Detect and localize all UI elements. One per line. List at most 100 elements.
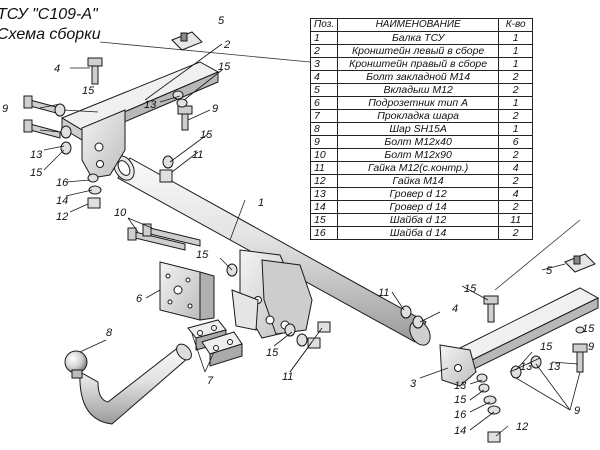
callout-9: 9 xyxy=(588,341,594,353)
cell-pos: 12 xyxy=(309,174,339,188)
cell-name: Прокладка шара xyxy=(337,109,500,123)
cell-pos: 3 xyxy=(309,57,339,71)
cell-qty: 2 xyxy=(498,70,534,84)
callout-4: 4 xyxy=(452,303,458,315)
cell-name: Балка ТСУ xyxy=(337,31,500,45)
callout-15: 15 xyxy=(200,129,213,141)
callout-13: 13 xyxy=(454,380,467,392)
cell-name: Болт М12х90 xyxy=(337,148,500,162)
cell-pos: 15 xyxy=(309,213,339,227)
cell-name: Гровер d 14 xyxy=(337,200,500,214)
cell-name: Гровер d 12 xyxy=(337,187,500,201)
cell-pos: 7 xyxy=(309,109,339,123)
callout-7: 7 xyxy=(207,375,214,387)
cell-qty: 1 xyxy=(498,31,534,45)
callout-9: 9 xyxy=(212,103,218,115)
callout-12: 12 xyxy=(516,421,528,433)
callout-15: 15 xyxy=(464,283,477,295)
callout-8: 8 xyxy=(106,327,113,339)
cell-name: Болт закладной М14 xyxy=(337,70,500,84)
callout-13: 13 xyxy=(30,149,43,161)
callout-10: 10 xyxy=(114,207,127,219)
callout-1: 1 xyxy=(258,197,264,209)
cell-name: Гайка М12(с.контр.) xyxy=(337,161,500,175)
cell-pos: 1 xyxy=(309,31,339,45)
cell-qty: 2 xyxy=(498,83,534,97)
cell-qty: 1 xyxy=(498,44,534,58)
part-insert-right xyxy=(564,253,596,273)
cell-name: Вкладыш М12 xyxy=(337,83,500,97)
cell-qty: 2 xyxy=(498,200,534,214)
callout-12: 12 xyxy=(56,211,68,223)
callout-15: 15 xyxy=(82,85,95,97)
cell-name: Гайка М14 xyxy=(337,174,500,188)
callout-6: 6 xyxy=(136,293,143,305)
cell-name: Болт М12х40 xyxy=(337,135,500,149)
cell-pos: 10 xyxy=(309,148,339,162)
cell-qty: 11 xyxy=(498,213,534,227)
cell-qty: 2 xyxy=(498,174,534,188)
callout-14: 14 xyxy=(56,195,68,207)
cell-pos: 9 xyxy=(309,135,339,149)
cell-pos: 13 xyxy=(309,187,339,201)
callout-15: 15 xyxy=(30,167,43,179)
cell-pos: 5 xyxy=(309,83,339,97)
cell-qty: 2 xyxy=(498,226,534,240)
leader-lines xyxy=(39,43,581,437)
cell-qty: 1 xyxy=(498,96,534,110)
part-socket-plate xyxy=(159,261,215,321)
cell-qty: 6 xyxy=(498,135,534,149)
callout-13: 13 xyxy=(548,361,561,373)
callout-11: 11 xyxy=(282,371,293,383)
callout-3: 3 xyxy=(410,378,417,390)
callout-9: 9 xyxy=(574,405,580,417)
header-qty: К-во xyxy=(498,18,534,32)
callout-15: 15 xyxy=(454,394,467,406)
cell-pos: 14 xyxy=(309,200,339,214)
cell-qty: 4 xyxy=(498,187,534,201)
part-tow-ball xyxy=(64,343,192,425)
cell-pos: 16 xyxy=(309,226,339,240)
callout-2: 2 xyxy=(223,39,230,51)
cell-name: Шайба d 14 xyxy=(337,226,500,240)
callout-14: 14 xyxy=(454,425,466,437)
callout-16: 16 xyxy=(56,177,69,189)
cell-qty: 1 xyxy=(498,122,534,136)
cell-qty: 1 xyxy=(498,57,534,71)
callout-13: 13 xyxy=(520,361,533,373)
cell-qty: 2 xyxy=(498,148,534,162)
cell-pos: 11 xyxy=(309,161,339,175)
cell-name: Шайба d 12 xyxy=(337,213,500,227)
part-insert-left xyxy=(171,31,203,51)
cell-qty: 4 xyxy=(498,161,534,175)
cell-name: Шар SH15A xyxy=(337,122,500,136)
callout-15: 15 xyxy=(266,347,279,359)
callout-4: 4 xyxy=(54,63,60,75)
callout-5: 5 xyxy=(218,15,225,27)
callout-numbers: 1 2 3 4 5 6 7 8 9 10 11 12 13 14 15 16 9… xyxy=(2,15,595,437)
cell-name: Кронштейн левый в сборе xyxy=(337,44,500,58)
callout-16: 16 xyxy=(454,409,467,421)
cell-pos: 8 xyxy=(309,122,339,136)
wire-line xyxy=(99,41,311,63)
diagram-subtitle: Схема сборки xyxy=(0,26,101,43)
part-left-bracket xyxy=(60,61,220,179)
part-right-bracket xyxy=(439,287,600,387)
